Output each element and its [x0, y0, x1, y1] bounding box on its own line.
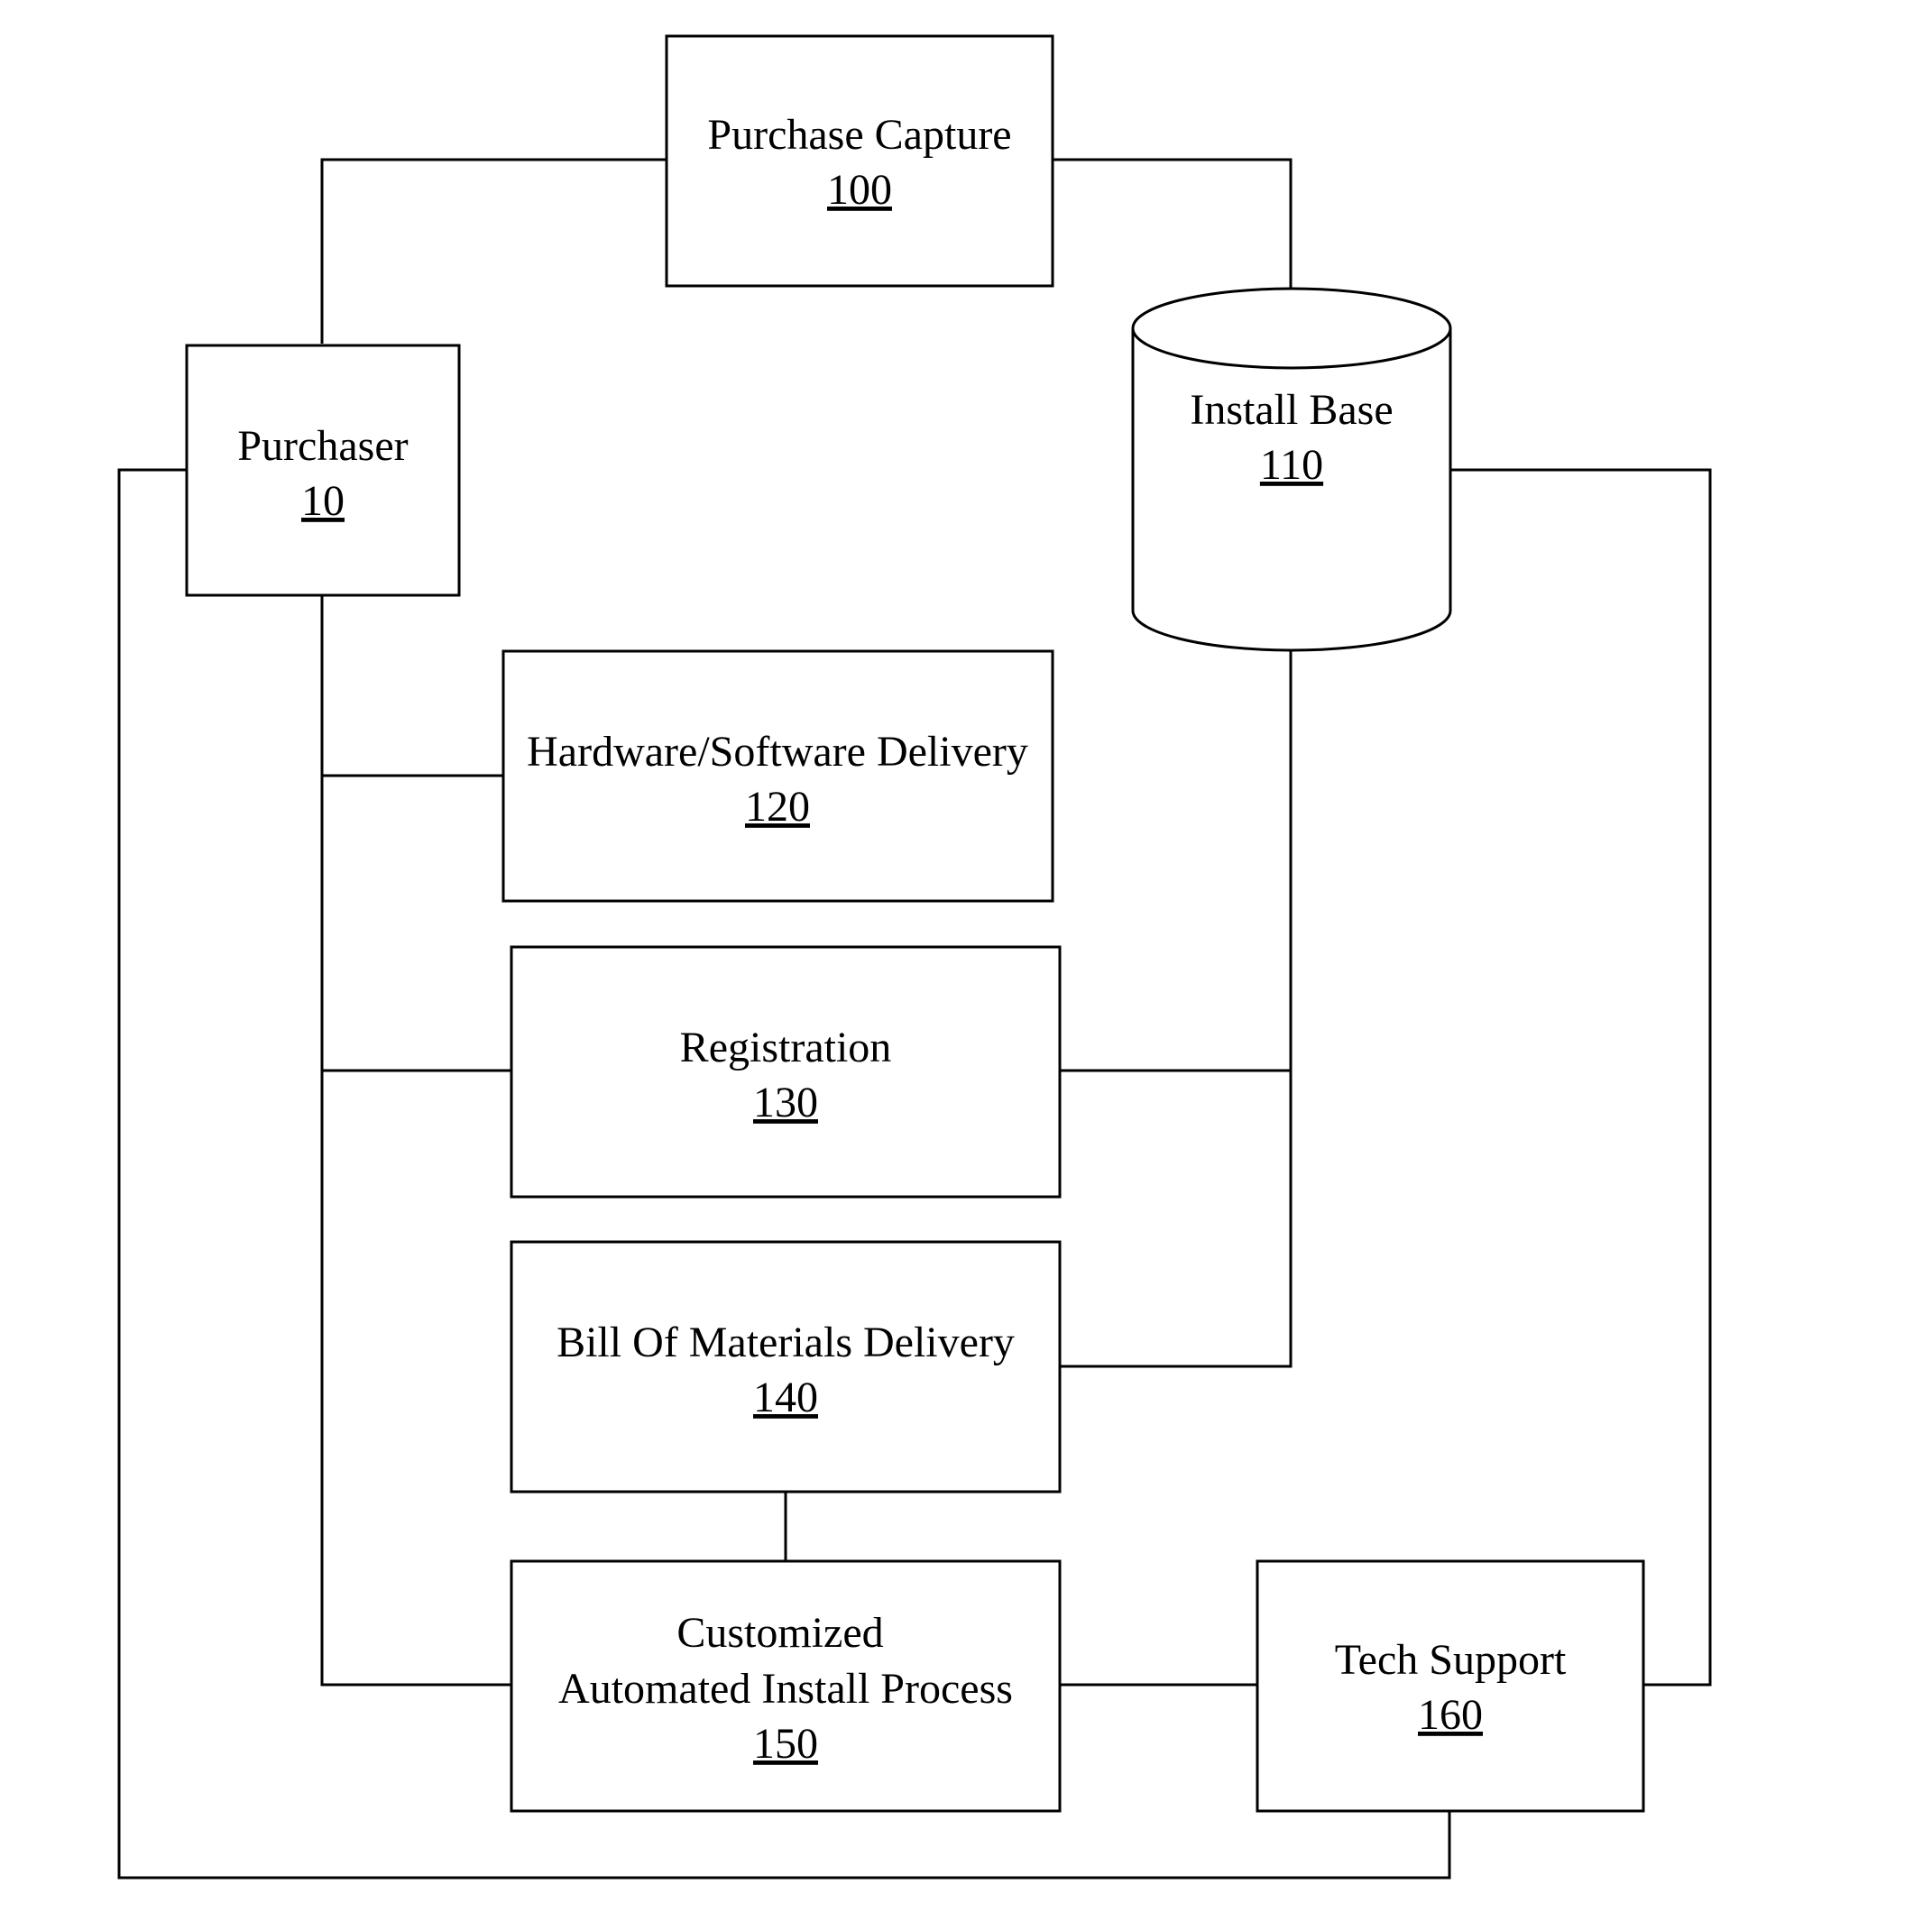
tech-support-box [1257, 1561, 1643, 1811]
purchaser-box [187, 345, 459, 595]
purchase-capture-label: Purchase Capture [707, 111, 1011, 159]
node-purchase-capture: Purchase Capture 100 [667, 36, 1053, 286]
purchase-capture-box [667, 36, 1053, 286]
node-bom-delivery: Bill Of Materials Delivery 140 [511, 1242, 1060, 1492]
install-base-label: Install Base [1190, 386, 1393, 434]
custom-install-label-line1: Customized [676, 1609, 883, 1657]
purchase-capture-id: 100 [827, 166, 892, 214]
bom-delivery-box [511, 1242, 1060, 1492]
install-base-cylinder-top [1133, 289, 1450, 368]
purchaser-label: Purchaser [237, 422, 408, 470]
registration-label: Registration [680, 1024, 892, 1071]
hw-sw-delivery-box [503, 651, 1053, 901]
install-base-id: 110 [1260, 441, 1323, 489]
link-purchaser-purchase-capture [322, 160, 668, 344]
hw-sw-delivery-label: Hardware/Software Delivery [527, 728, 1028, 776]
link-purchaser-trunk [322, 593, 511, 1685]
tech-support-label: Tech Support [1335, 1636, 1567, 1684]
node-tech-support: Tech Support 160 [1257, 1561, 1643, 1811]
node-custom-install: Customized Automated Install Process 150 [511, 1561, 1060, 1811]
registration-box [511, 947, 1060, 1197]
registration-id: 130 [753, 1079, 818, 1126]
node-purchaser: Purchaser 10 [187, 345, 459, 595]
custom-install-label-line2: Automated Install Process [558, 1665, 1013, 1713]
link-install-base-bom-delivery [1060, 651, 1291, 1366]
hw-sw-delivery-id: 120 [745, 783, 810, 831]
bom-delivery-id: 140 [753, 1374, 818, 1421]
purchaser-id: 10 [301, 477, 345, 525]
custom-install-id: 150 [753, 1720, 818, 1768]
tech-support-id: 160 [1418, 1691, 1483, 1739]
node-hw-sw-delivery: Hardware/Software Delivery 120 [503, 651, 1053, 901]
bom-delivery-label: Bill Of Materials Delivery [557, 1319, 1015, 1366]
link-tech-support-install-base [1449, 470, 1710, 1685]
install-base-cylinder-body [1133, 328, 1450, 650]
node-registration: Registration 130 [511, 947, 1060, 1197]
node-install-base: Install Base 110 [1133, 289, 1450, 650]
